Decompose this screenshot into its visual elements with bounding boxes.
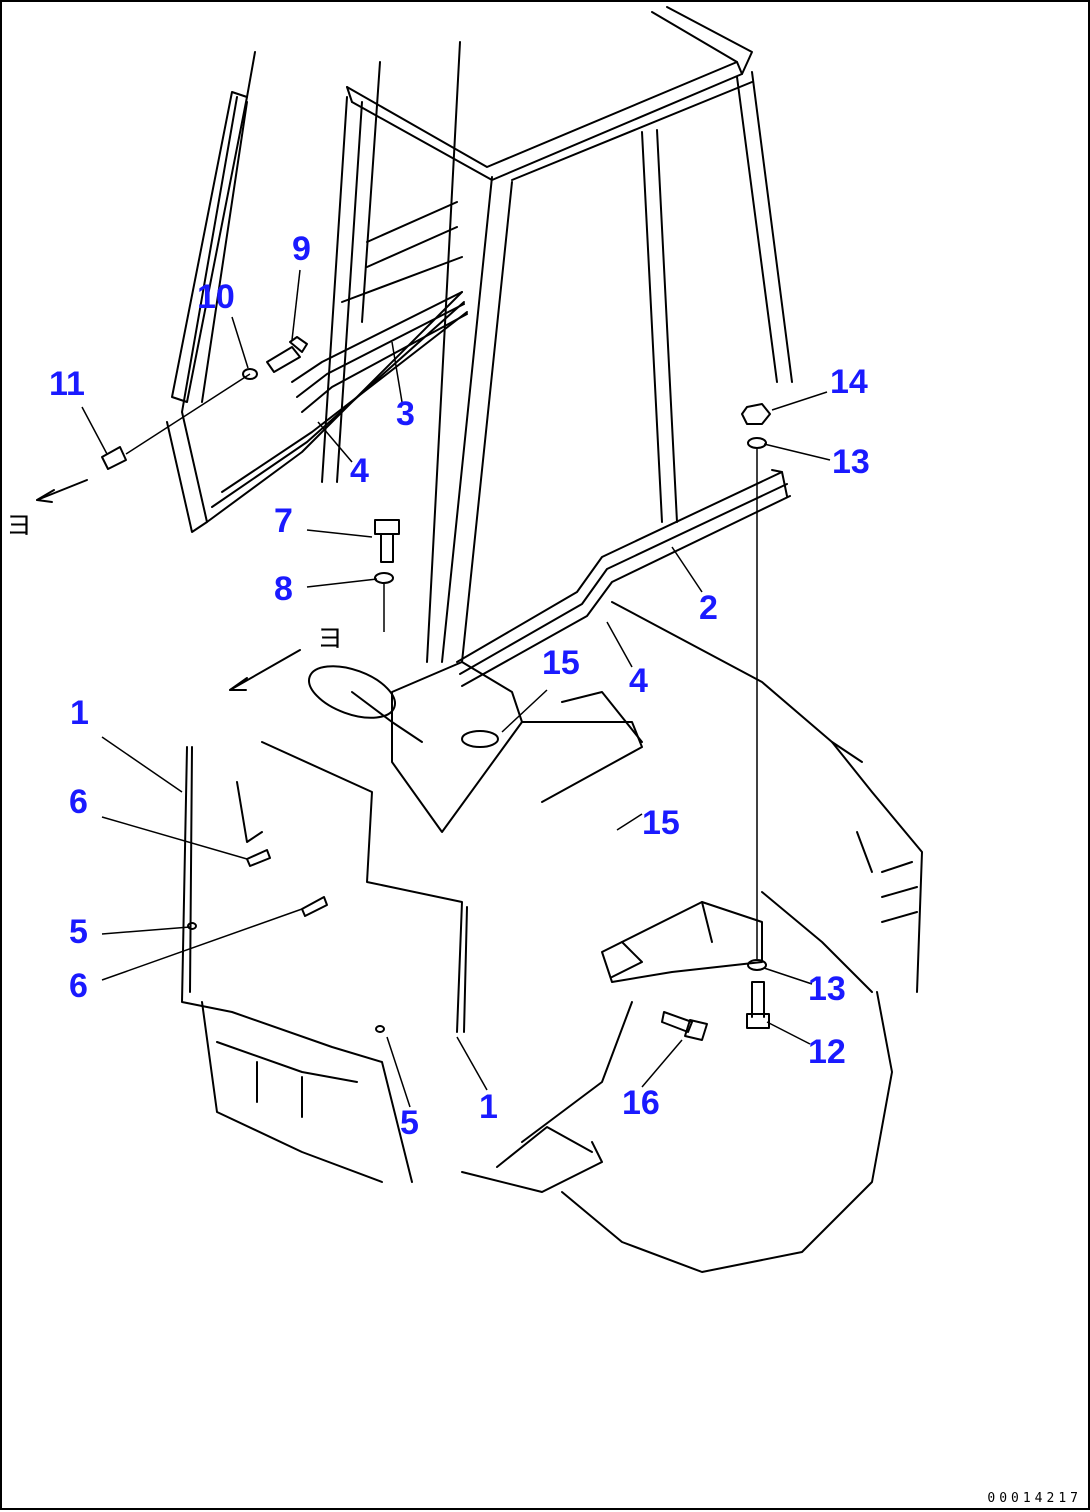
callout-4b: 4 [629, 662, 648, 700]
direction-mark-a: ヨ [6, 511, 32, 541]
callout-15a: 15 [542, 644, 580, 682]
callout-2: 2 [699, 589, 718, 627]
washer-10-icon [242, 368, 258, 380]
callout-14: 14 [830, 363, 868, 401]
pin-5-left-icon [187, 922, 197, 930]
bolt-16-icon [661, 1011, 708, 1041]
bolt-7-icon [374, 519, 400, 563]
bolt-9-icon [266, 336, 308, 373]
callout-6b: 6 [69, 967, 88, 1005]
direction-arrows: ヨ ヨ [6, 479, 343, 691]
screw-6-lower-icon [301, 896, 328, 917]
callout-9: 9 [292, 230, 311, 268]
callout-16: 16 [622, 1084, 660, 1122]
washer-13-upper-icon [747, 437, 767, 449]
callout-13b: 13 [808, 970, 846, 1008]
nut-11-icon [101, 446, 127, 470]
steering-wheel [308, 665, 423, 743]
callout-11: 11 [49, 365, 85, 403]
callout-7: 7 [274, 502, 293, 540]
direction-mark-b: ヨ [317, 624, 343, 654]
callout-8: 8 [274, 570, 293, 608]
washer-8-icon [374, 572, 394, 584]
hardware [101, 336, 771, 1041]
overhead-guard-frame [321, 6, 793, 663]
handrail-right [456, 469, 791, 687]
screw-6-upper-icon [246, 849, 271, 867]
left-side-frame [166, 51, 468, 533]
truck-body [181, 601, 923, 1273]
nut-14-icon [741, 403, 771, 425]
callout-1b: 1 [479, 1088, 498, 1126]
callout-5a: 5 [69, 913, 88, 951]
callout-13a: 13 [832, 443, 870, 481]
callout-15b: 15 [642, 804, 680, 842]
leader-lines [81, 269, 831, 1108]
callout-5b: 5 [400, 1104, 419, 1142]
callout-1a: 1 [70, 694, 89, 732]
callout-6a: 6 [69, 783, 88, 821]
bolt-12-icon [746, 981, 770, 1029]
diagram-id-code: 00014217 [987, 1491, 1082, 1506]
pin-5-bottom-icon [375, 1025, 385, 1033]
callout-12: 12 [808, 1033, 846, 1071]
handrail-left [291, 291, 468, 413]
callout-3: 3 [396, 395, 415, 433]
washer-13-lower-icon [747, 959, 767, 971]
callouts: 1 1 2 3 4 4 5 5 6 6 7 8 9 10 11 12 13 13… [49, 230, 870, 1142]
callout-10: 10 [197, 278, 235, 316]
callout-4a: 4 [350, 452, 369, 490]
